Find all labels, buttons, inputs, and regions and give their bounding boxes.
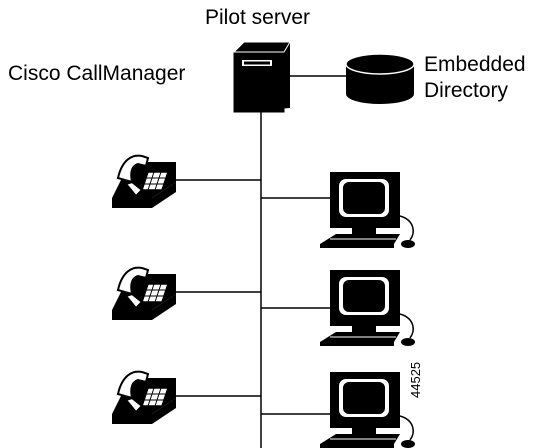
workstation-icon xyxy=(319,269,416,347)
figure-number: 44525 xyxy=(408,361,423,398)
server-icon xyxy=(232,41,291,113)
phone-icon xyxy=(111,154,177,209)
callmanager-label: Cisco CallManager xyxy=(8,62,186,85)
directory-label-line1: Embedded xyxy=(424,53,526,76)
directory-label: Embedded Directory xyxy=(424,52,526,104)
phone-icon xyxy=(111,266,177,321)
phone-icon xyxy=(111,370,177,425)
pilot-server-label: Pilot server xyxy=(205,6,311,29)
directory-label-line2: Directory xyxy=(424,79,509,102)
workstation-icon xyxy=(319,171,416,249)
workstation-icon xyxy=(319,371,416,448)
database-icon xyxy=(345,53,415,104)
